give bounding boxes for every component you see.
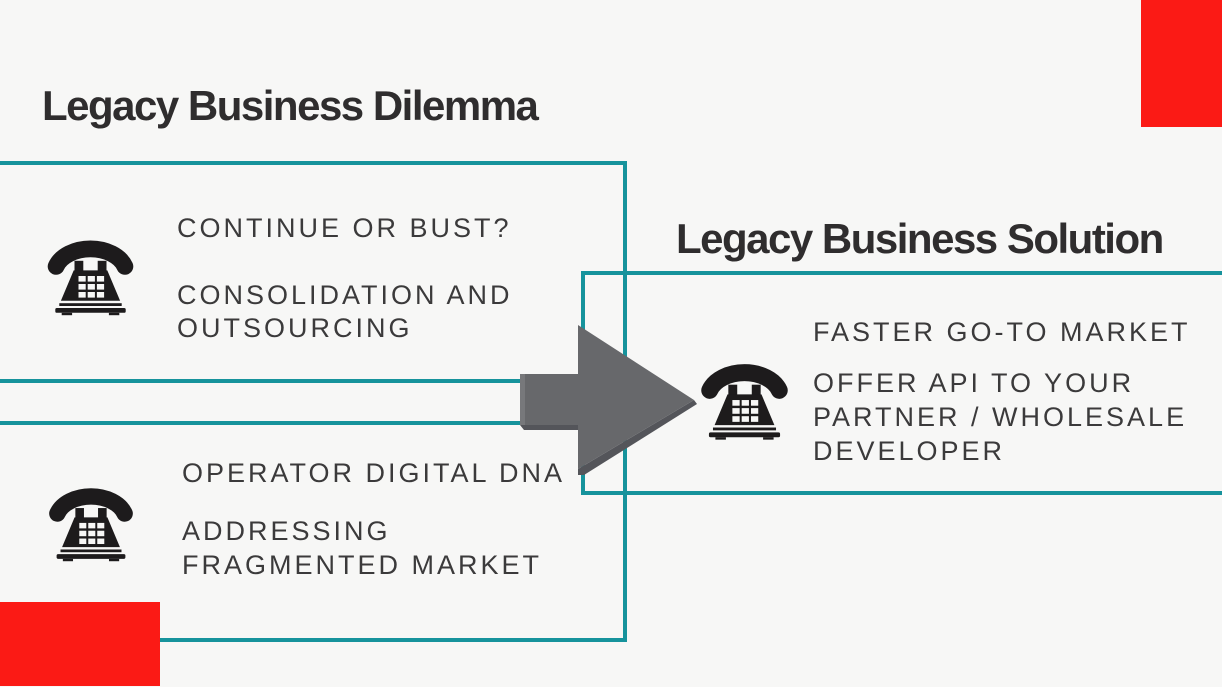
dilemma-box1-line: CONSOLIDATION AND [177, 280, 513, 310]
dilemma-box-2 [0, 421, 627, 642]
decorative-red-block-bottom-left [0, 602, 160, 686]
dilemma-box2-line: FRAGMENTED MARKET [182, 550, 543, 580]
dilemma-title: Legacy Business Dilemma [42, 82, 539, 129]
solution-box-line: DEVELOPER [813, 436, 1006, 466]
dilemma-box1-line: OUTSOURCING [177, 313, 413, 343]
dilemma-box1-line: CONTINUE OR BUST? [177, 213, 512, 243]
dilemma-box2-line: ADDRESSING [182, 516, 391, 546]
dilemma-box2-line: OPERATOR DIGITAL DNA [182, 458, 566, 488]
solution-title: Legacy Business Solution [676, 215, 1164, 262]
phone-icon [696, 351, 793, 441]
solution-box-line: OFFER API TO YOUR [813, 368, 1135, 398]
solution-box-line: FASTER GO-TO MARKET [813, 317, 1191, 347]
phone-icon [42, 476, 140, 562]
decorative-red-block-top-right [1141, 0, 1222, 127]
right-arrow-icon [513, 318, 701, 480]
solution-box-line: PARTNER / WHOLESALE [813, 402, 1188, 432]
phone-icon [42, 228, 139, 316]
